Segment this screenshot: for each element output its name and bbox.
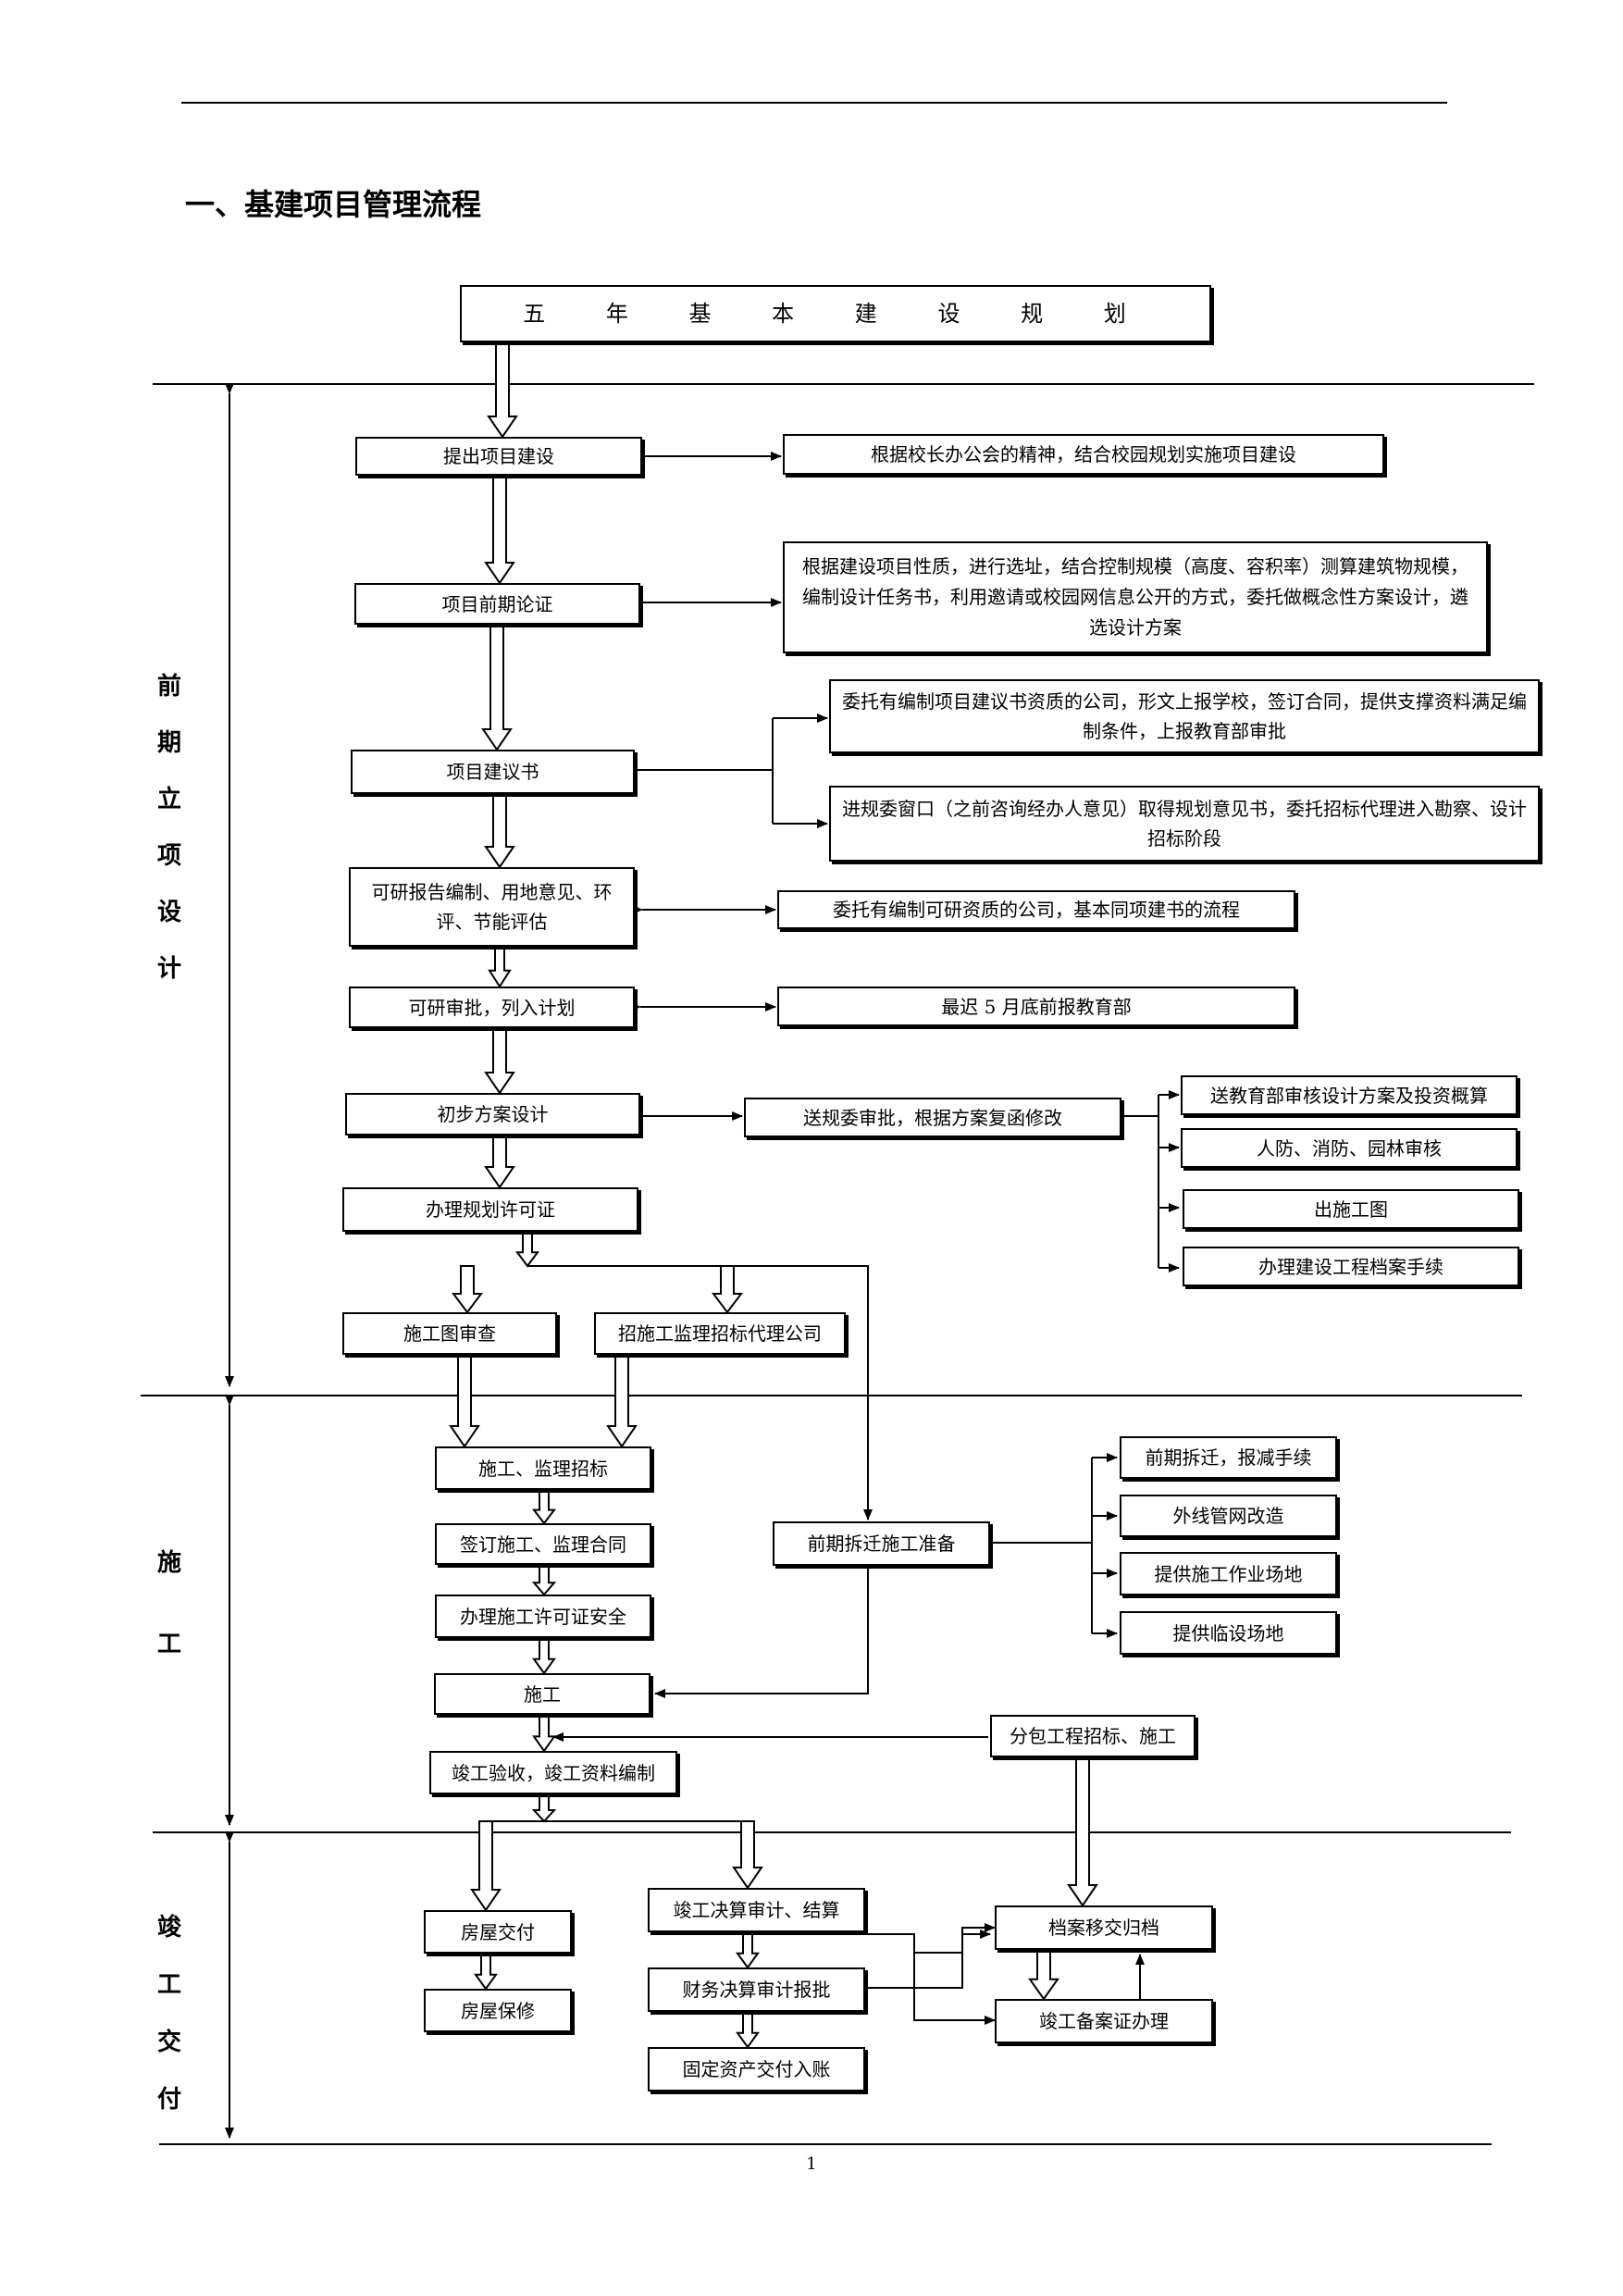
design-sub-civil-fire-garden: 人防、消防、园林审核 bbox=[1181, 1128, 1518, 1168]
page-title: 一、基建项目管理流程 bbox=[185, 187, 482, 222]
note-study-approval: 最迟 5 月底前报教育部 bbox=[777, 987, 1295, 1026]
hollow-down-arrow bbox=[484, 1027, 515, 1095]
phase-char: 前 bbox=[156, 673, 181, 701]
hollow-down-arrow bbox=[515, 1231, 539, 1268]
step-fixed-assets: 固定资产交付入账 bbox=[648, 2047, 865, 2091]
hollow-down-arrow bbox=[484, 1135, 515, 1189]
note-propose: 根据校长办公会的精神，结合校园规划实施项目建设 bbox=[783, 434, 1384, 475]
step-subcontract: 分包工程招标、施工 bbox=[990, 1715, 1196, 1757]
step-warranty: 房屋保修 bbox=[424, 1989, 572, 2032]
design-sub-archive-procedures: 办理建设工程档案手续 bbox=[1183, 1247, 1519, 1286]
step-drawing-review: 施工图审查 bbox=[342, 1312, 557, 1355]
demolition-sub-work-site: 提供施工作业场地 bbox=[1120, 1552, 1337, 1595]
phase-char: 计 bbox=[156, 955, 181, 983]
demolition-sub-reduction: 前期拆迁，报减手续 bbox=[1120, 1436, 1337, 1479]
design-sub-construction-drawing: 出施工图 bbox=[1183, 1189, 1519, 1229]
hollow-flow-arrows bbox=[449, 341, 1098, 2049]
phase-char: 立 bbox=[156, 786, 181, 813]
note-proposal-1: 委托有编制项目建议书资质的公司，形文上报学校，签订合同，提供支撑资料满足编制条件… bbox=[829, 679, 1540, 753]
header-rule bbox=[181, 102, 1447, 104]
page-number: 1 bbox=[806, 2154, 817, 2174]
hollow-down-arrow bbox=[481, 624, 513, 751]
phase-divider-lines bbox=[141, 383, 1534, 2145]
phase-char: 施 bbox=[156, 1549, 181, 1577]
bidirectional-note-arrows bbox=[630, 452, 782, 1121]
five-year-plan-box: 五 年 基 本 建 设 规 划 bbox=[460, 285, 1211, 342]
phase-char: 工 bbox=[156, 1971, 181, 1999]
step-proposal: 项目建议书 bbox=[351, 750, 635, 794]
phase-char: 设 bbox=[156, 899, 181, 926]
step-sign-contract: 签订施工、监理合同 bbox=[435, 1523, 651, 1565]
step-study: 可研报告编制、用地意见、环评、节能评估 bbox=[349, 867, 635, 947]
phase-char: 付 bbox=[156, 2086, 181, 2114]
note-prelim-design: 送规委审批，根据方案复函修改 bbox=[744, 1098, 1121, 1137]
demolition-sub-temp-site: 提供临设场地 bbox=[1120, 1611, 1337, 1655]
note-feasibility-pre: 根据建设项目性质，进行选址，结合控制规模（高度、容积率）测算建筑物规模，编制设计… bbox=[783, 541, 1488, 653]
phase-char: 工 bbox=[156, 1631, 181, 1658]
hollow-down-arrow bbox=[532, 1714, 556, 1753]
hollow-down-arrow bbox=[488, 946, 512, 988]
step-prelim-design: 初步方案设计 bbox=[345, 1093, 640, 1136]
hollow-down-arrow bbox=[449, 1354, 480, 1448]
step-construction-permit: 办理施工许可证安全 bbox=[435, 1595, 651, 1638]
note-proposal-2: 进规委窗口（之前咨询经办人意见）取得规划意见书，委托招标代理进入勘察、设计招标阶… bbox=[829, 786, 1540, 862]
hollow-down-arrow bbox=[532, 1637, 556, 1675]
step-demolition: 前期拆迁施工准备 bbox=[773, 1521, 990, 1566]
hollow-down-arrow bbox=[732, 1820, 763, 1890]
phase-char: 项 bbox=[156, 842, 181, 870]
step-acceptance: 竣工验收，竣工资料编制 bbox=[429, 1751, 677, 1794]
hollow-down-arrow bbox=[531, 1793, 557, 1823]
step-propose: 提出项目建设 bbox=[355, 437, 642, 476]
demolition-sub-pipeline: 外线管网改造 bbox=[1120, 1495, 1337, 1537]
step-final-audit: 竣工决算审计、结算 bbox=[648, 1888, 865, 1932]
hollow-down-arrow bbox=[487, 341, 518, 439]
hollow-down-arrow bbox=[606, 1354, 638, 1448]
phase-label-construction: 施 工 bbox=[151, 1522, 188, 1685]
phase-label-pre-design: 前 期 立 项 设 计 bbox=[151, 659, 188, 998]
step-feasibility-pre: 项目前期论证 bbox=[354, 583, 640, 625]
step-agency-tender: 招施工监理招标代理公司 bbox=[594, 1312, 846, 1355]
note-study: 委托有编制可研资质的公司，基本同项建书的流程 bbox=[777, 890, 1295, 929]
step-study-approval: 可研审批，列入计划 bbox=[349, 987, 635, 1028]
hollow-down-arrow bbox=[531, 1489, 557, 1525]
hollow-down-arrow bbox=[531, 1564, 557, 1596]
step-archive: 档案移交归档 bbox=[995, 1905, 1213, 1950]
step-construction: 施工 bbox=[434, 1673, 650, 1715]
step-planning-permit: 办理规划许可证 bbox=[342, 1187, 638, 1232]
hollow-down-arrow bbox=[484, 475, 515, 585]
hollow-down-arrow bbox=[474, 1953, 498, 1991]
hollow-down-arrow bbox=[1028, 1949, 1059, 2001]
hollow-down-arrow bbox=[484, 793, 515, 869]
step-construction-tender: 施工、监理招标 bbox=[435, 1446, 651, 1490]
phase-char: 期 bbox=[156, 729, 181, 757]
hollow-down-arrow bbox=[452, 1265, 483, 1314]
phase-char: 竣 bbox=[156, 1914, 181, 1942]
hollow-down-arrow bbox=[470, 1820, 502, 1912]
branch-connectors bbox=[527, 714, 1180, 2025]
hollow-down-arrow bbox=[712, 1265, 743, 1314]
hollow-down-arrow bbox=[736, 1931, 760, 1969]
hollow-down-arrow bbox=[736, 2011, 760, 2049]
step-finance-approval: 财务决算审计报批 bbox=[648, 1967, 865, 2012]
hollow-down-arrow bbox=[1067, 1756, 1098, 1907]
step-record-filing: 竣工备案证办理 bbox=[995, 1999, 1213, 2043]
phase-label-completion: 竣 工 交 付 bbox=[151, 1899, 188, 2128]
phase-char: 交 bbox=[156, 2029, 181, 2056]
step-handover: 房屋交付 bbox=[424, 1910, 572, 1954]
design-sub-ministry-review: 送教育部审核设计方案及投资概算 bbox=[1181, 1075, 1518, 1115]
